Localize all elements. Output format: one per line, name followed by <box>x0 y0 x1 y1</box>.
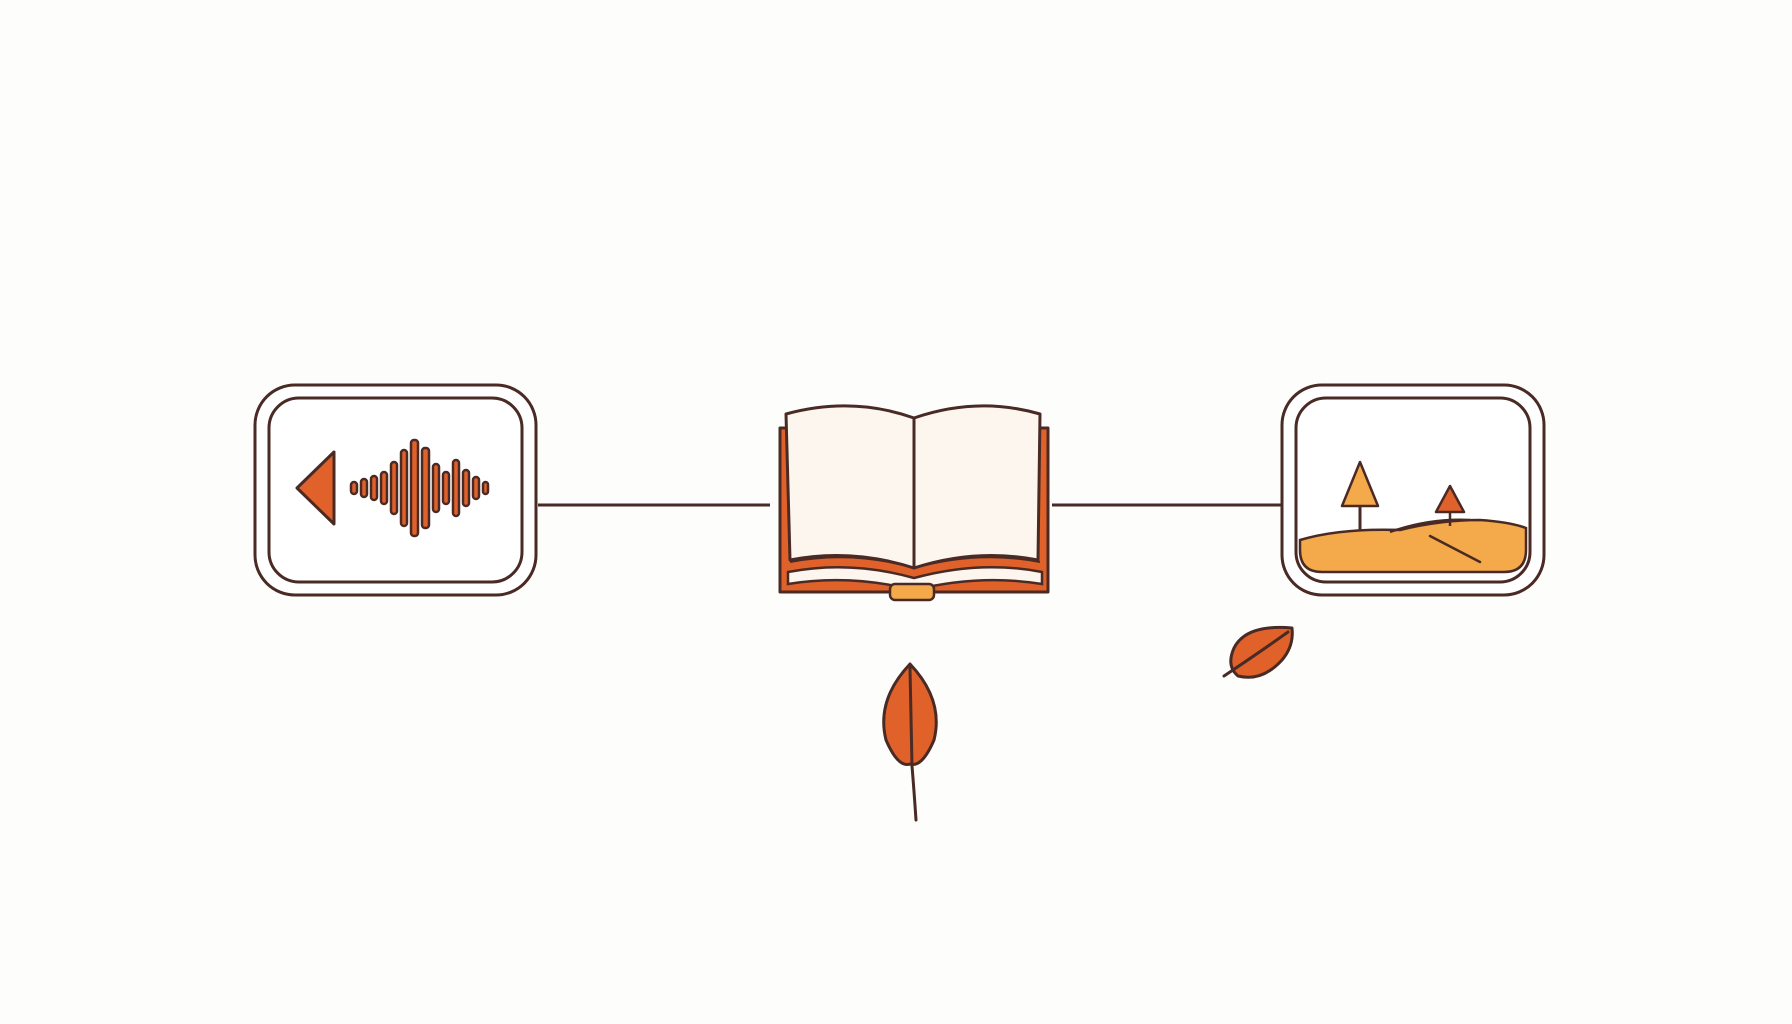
image-node <box>1280 383 1546 597</box>
landscape-image-icon <box>1298 460 1528 574</box>
audio-waveform-icon <box>295 438 490 538</box>
open-book-icon <box>778 404 1050 602</box>
audio-node <box>253 383 538 597</box>
leaf-icon <box>1222 625 1294 679</box>
leaf-icon <box>882 662 938 822</box>
